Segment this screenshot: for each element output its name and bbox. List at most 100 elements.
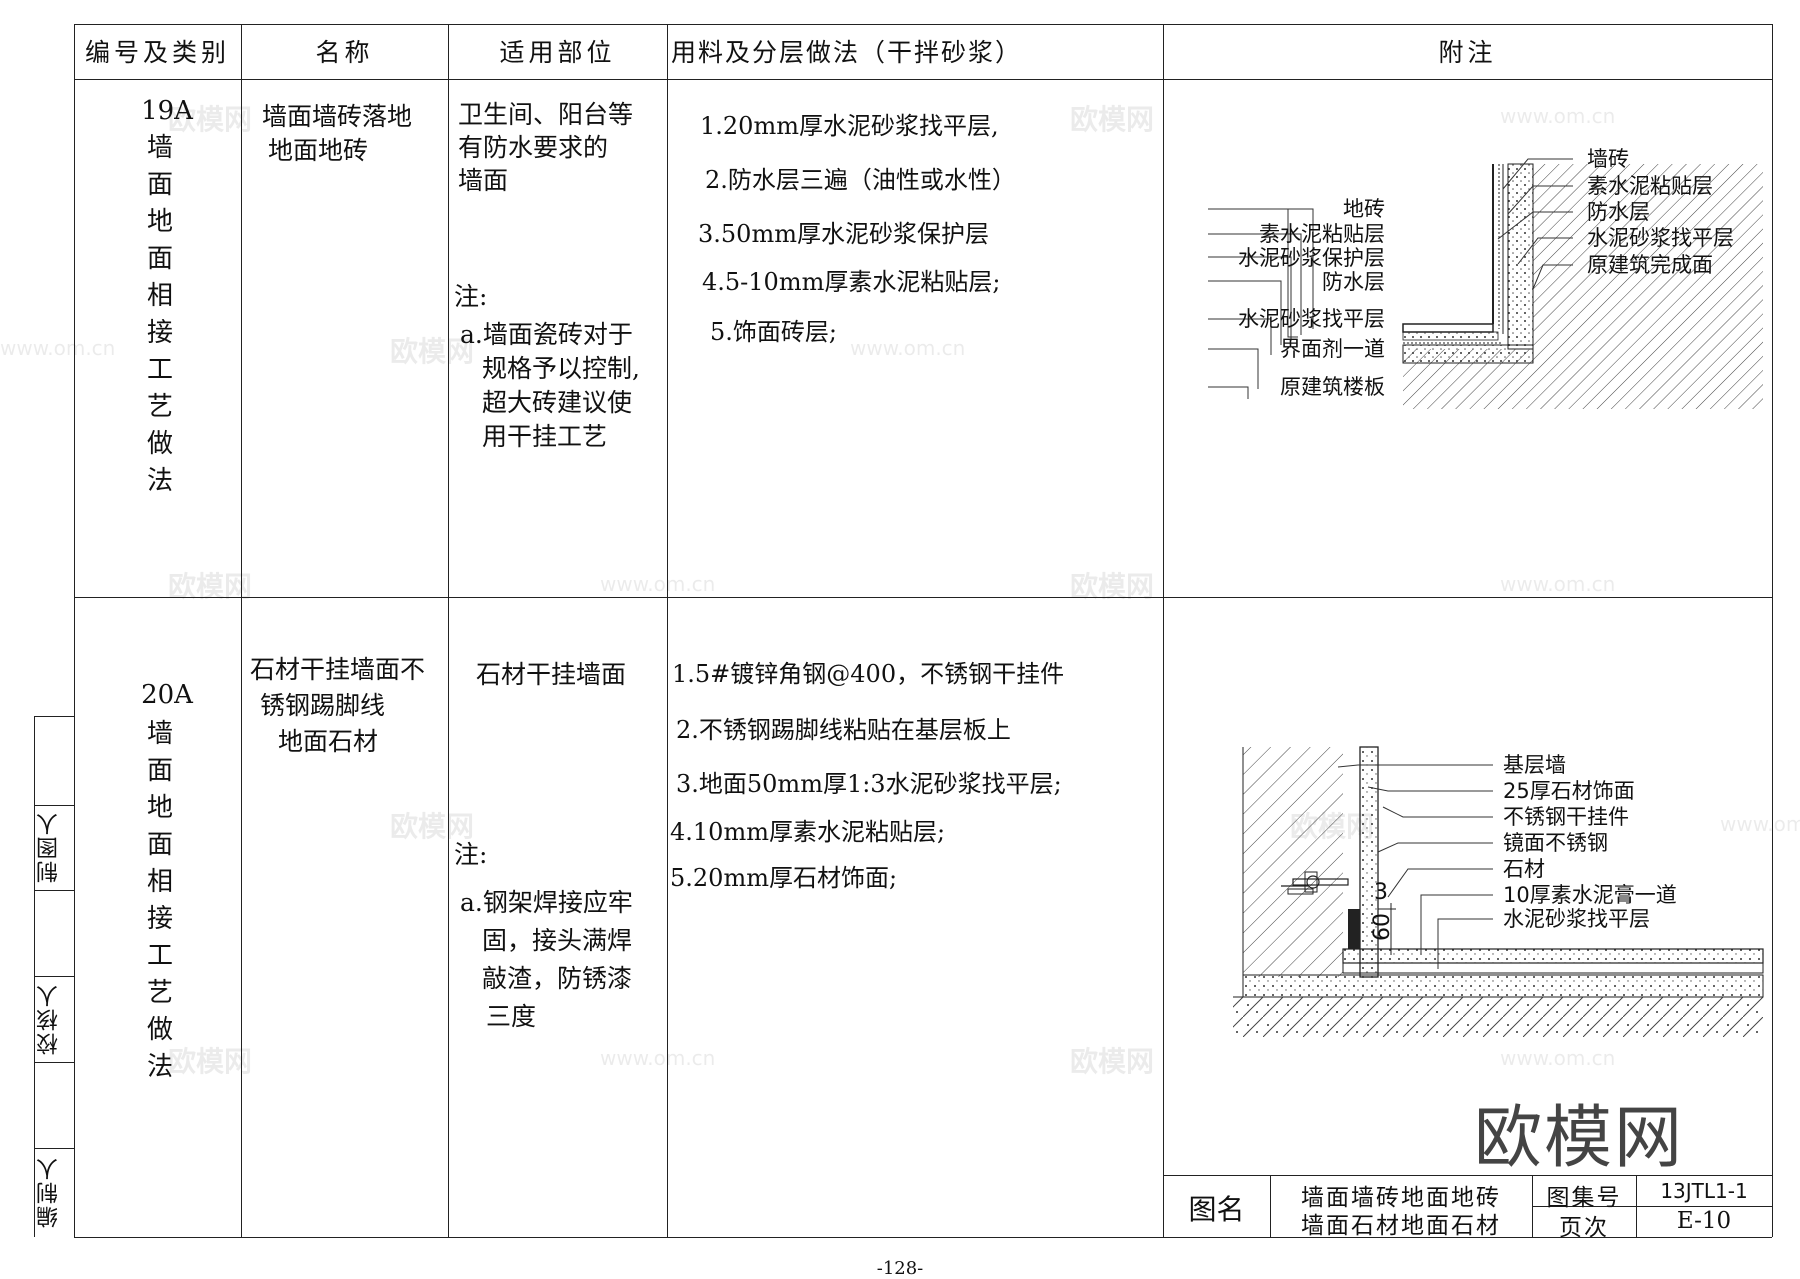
strip-divider bbox=[34, 976, 74, 977]
label-original-surface: 原建筑完成面 bbox=[1587, 253, 1713, 277]
location-line: 墙面 bbox=[458, 166, 509, 195]
table-border-top bbox=[74, 24, 1772, 25]
stone-wall-skirting-section-diagram: 3 60 基层墙 25厚石材饰面 不锈钢干挂件 镜面不锈钢 石材 10厚素水泥膏… bbox=[1233, 746, 1764, 1037]
row-location: 卫生间、阳台等 有防水要求的 墙面 bbox=[458, 98, 633, 197]
header-notes: 附注 bbox=[1438, 38, 1497, 67]
page-code: E-10 bbox=[1676, 1208, 1732, 1234]
method-step: 3.地面50mm厚1:3水泥砂浆找平层; bbox=[676, 770, 1062, 798]
title-block-top bbox=[1163, 1175, 1772, 1176]
strip-divider bbox=[34, 1062, 74, 1063]
note-line: 规格予以控制, bbox=[482, 354, 640, 383]
strip-divider bbox=[34, 890, 74, 891]
watermark: 欧模网 bbox=[168, 1045, 253, 1078]
header-location: 适用部位 bbox=[499, 38, 616, 67]
page-number: -128- bbox=[876, 1258, 924, 1279]
label-base-wall: 基层墙 bbox=[1503, 753, 1566, 777]
label-wall-tile: 墙砖 bbox=[1587, 147, 1629, 171]
drawing-name-label: 图名 bbox=[1188, 1193, 1245, 1226]
header-name: 名称 bbox=[315, 38, 374, 67]
watermark-url: www.om.cn bbox=[1500, 1046, 1616, 1070]
wall-floor-tile-section-diagram: 墙砖 素水泥粘贴层 防水层 水泥砂浆找平层 原建筑完成面 地砖 素水泥粘贴层 水… bbox=[1208, 147, 1763, 409]
watermark-url: www.om.cn bbox=[600, 1046, 716, 1070]
strip-divider bbox=[34, 1148, 74, 1149]
atlas-number: 13JTL1-1 bbox=[1660, 1179, 1748, 1203]
label-leveling: 水泥砂浆找平层 bbox=[1503, 907, 1650, 931]
note-title: 注: bbox=[454, 840, 488, 869]
method-step: 1.5#镀锌角钢@400，不锈钢干挂件 bbox=[672, 660, 1065, 688]
title-block-mid bbox=[1532, 1206, 1772, 1207]
label-leveling: 水泥砂浆找平层 bbox=[1587, 226, 1734, 250]
watermark-url: www.om.cn bbox=[1500, 104, 1616, 128]
row-notes: a.钢架焊接应牢 固，接头满焊 敲渣，防锈漆 三度 bbox=[460, 884, 633, 1036]
strip-divider bbox=[34, 805, 74, 806]
location-line: 卫生间、阳台等 bbox=[458, 100, 634, 129]
note-line: a.墙面瓷砖对于 bbox=[460, 320, 633, 349]
dimension-3: 3 bbox=[1374, 880, 1388, 905]
dimension-60: 60 bbox=[1370, 913, 1395, 941]
row-divider bbox=[74, 597, 1772, 598]
label-cement-adhesive: 素水泥粘贴层 bbox=[1259, 222, 1385, 246]
note-line: 敲渣，防锈漆 bbox=[482, 964, 633, 993]
header-code: 编号及类别 bbox=[84, 38, 230, 67]
strip-border bbox=[34, 716, 74, 717]
label-mirror-steel: 镜面不锈钢 bbox=[1503, 831, 1608, 855]
watermark-url: www.om.cn bbox=[0, 336, 116, 360]
method-step: 5.饰面砖层; bbox=[710, 318, 837, 346]
atlas-label: 图集号 bbox=[1546, 1185, 1622, 1211]
label-cement-paste: 10厚素水泥膏一道 bbox=[1503, 883, 1677, 907]
name-line: 地面石材 bbox=[278, 727, 379, 756]
drawing-name-line2: 墙面石材地面石材 bbox=[1301, 1213, 1501, 1239]
name-line: 石材干挂墙面不 bbox=[250, 655, 426, 684]
table-border-bottom bbox=[74, 1237, 1772, 1238]
header-method: 用料及分层做法（干拌砂浆） bbox=[671, 38, 1023, 67]
watermark-url: www.om.cn bbox=[1500, 572, 1616, 596]
label-waterproof: 防水层 bbox=[1587, 200, 1650, 224]
row-code: 19A bbox=[141, 96, 193, 126]
watermark: 欧模网 bbox=[390, 335, 475, 368]
name-line: 墙面墙砖落地 bbox=[262, 102, 413, 131]
watermark-url: www.om.cn bbox=[850, 336, 966, 360]
title-block-divider bbox=[1532, 1175, 1533, 1237]
checked-by-label: 校核人 bbox=[37, 983, 62, 1055]
title-block-divider bbox=[1270, 1175, 1271, 1237]
column-divider bbox=[448, 24, 449, 1237]
watermark: 欧模网 bbox=[168, 103, 253, 136]
row-notes: a.墙面瓷砖对于 规格予以控制, 超大砖建议使 用干挂工艺 bbox=[460, 318, 640, 454]
method-step: 2.不锈钢踢脚线粘贴在基层板上 bbox=[676, 716, 1011, 744]
label-stone-facing: 25厚石材饰面 bbox=[1503, 779, 1635, 803]
location-line: 石材干挂墙面 bbox=[476, 660, 627, 689]
brand-logo: 欧模网 bbox=[1474, 1099, 1685, 1178]
title-block-divider bbox=[1636, 1175, 1637, 1237]
label-cement-adhesive: 素水泥粘贴层 bbox=[1587, 174, 1713, 198]
watermark: 欧模网 bbox=[168, 570, 253, 603]
note-line: a.钢架焊接应牢 bbox=[460, 888, 633, 917]
method-step: 3.50mm厚水泥砂浆保护层 bbox=[698, 220, 989, 248]
drawn-by-label: 制图人 bbox=[37, 811, 62, 884]
watermark: 欧模网 bbox=[1070, 570, 1155, 603]
column-divider bbox=[667, 24, 668, 1237]
method-step: 2.防水层三遍（油性或水性） bbox=[705, 166, 1016, 194]
method-step: 5.20mm厚石材饰面; bbox=[670, 864, 898, 892]
row-category: 墙面地面相接工艺做法 bbox=[146, 719, 173, 1082]
label-leveling: 水泥砂浆找平层 bbox=[1238, 307, 1385, 331]
row-name: 石材干挂墙面不 锈钢踢脚线 地面石材 bbox=[250, 652, 425, 760]
note-line: 超大砖建议使 bbox=[482, 388, 633, 417]
method-step: 4.5-10mm厚素水泥粘贴层; bbox=[702, 268, 1001, 296]
compiled-by-label: 编制人 bbox=[37, 1156, 62, 1229]
method-step: 4.10mm厚素水泥粘贴层; bbox=[670, 818, 946, 846]
note-title: 注: bbox=[454, 282, 488, 311]
row-category: 墙面地面相接工艺做法 bbox=[146, 133, 173, 496]
column-divider bbox=[1163, 24, 1164, 1237]
table-border-right bbox=[1772, 24, 1773, 1237]
table-border-left bbox=[74, 24, 75, 1237]
label-protective-layer: 水泥砂浆保护层 bbox=[1238, 246, 1385, 270]
watermark: 欧模网 bbox=[1070, 1045, 1155, 1078]
header-divider bbox=[74, 79, 1772, 80]
label-interface-agent: 界面剂一道 bbox=[1280, 337, 1385, 361]
name-line: 锈钢踢脚线 bbox=[260, 691, 386, 720]
watermark: 欧模网 bbox=[390, 810, 475, 843]
row-code: 20A bbox=[141, 680, 193, 710]
note-line: 用干挂工艺 bbox=[482, 422, 608, 451]
row-location: 石材干挂墙面 bbox=[476, 658, 626, 692]
location-line: 有防水要求的 bbox=[458, 133, 609, 162]
